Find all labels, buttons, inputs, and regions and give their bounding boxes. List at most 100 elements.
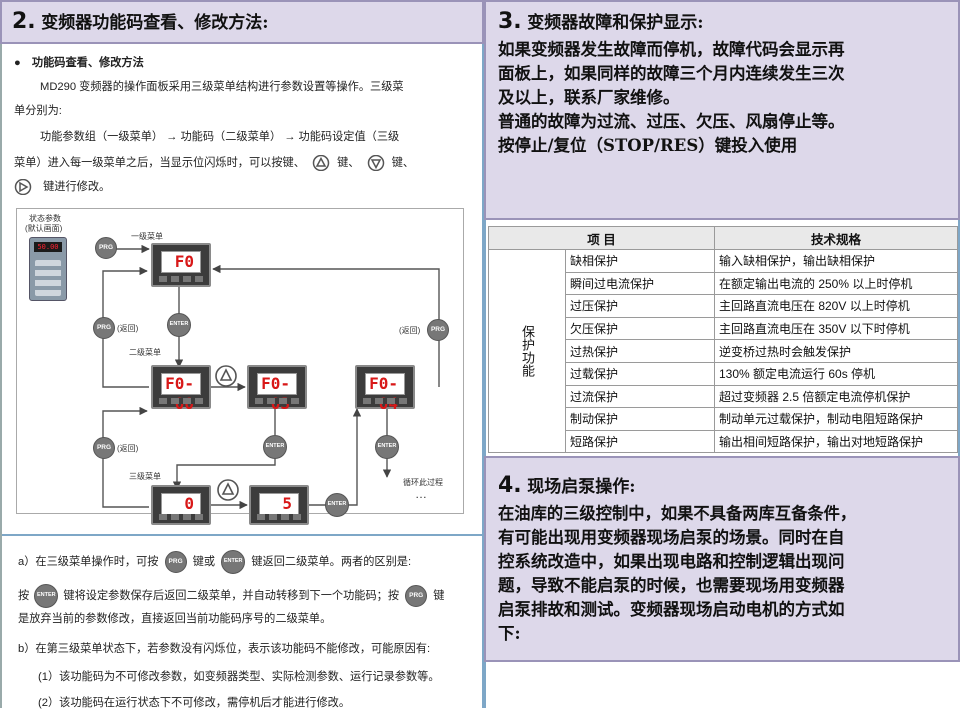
table-cell-spec: 逆变桥过热时会触发保护 — [714, 339, 958, 363]
table-cell-item: 短路保护 — [565, 429, 715, 454]
section4-line-5: 启泵排故和测试。变频器现场启动电机的方式如 — [498, 600, 845, 619]
doc-flow-3-text: 键进行修改。 — [43, 181, 111, 193]
right-triangle-icon — [14, 178, 32, 196]
display-f0-text: F0 — [161, 251, 201, 273]
table-cell-spec: 在额定输出电流的 250% 以上时停机 — [714, 271, 958, 296]
section3-line-5: 按停止/复位（STOP/RES）键投入使用 — [498, 136, 798, 155]
return-label-right: (返回) — [399, 326, 421, 335]
table-cell-item: 过压保护 — [565, 294, 715, 318]
table-cell-spec: 超过变频器 2.5 倍额定电流停机保护 — [714, 384, 958, 409]
display-f0-03: F0-03 — [247, 365, 307, 413]
display-5: 5 — [249, 485, 309, 525]
protection-table-wrap: 项 目 技术规格 保护功能缺相保护输入缺相保护，输出缺相保护瞬间过电流保护在额定… — [484, 220, 960, 456]
table-cell-item: 制动保护 — [565, 407, 715, 431]
prg-button-return-2: PRG — [93, 437, 115, 459]
table-cell-item: 过流保护 — [565, 384, 715, 409]
menu-flow-diagram: 状态参数 (默认画面) 50.00 PRG 一级菜单 F0 ENTER PRG … — [16, 208, 464, 525]
doc-flow-2c: 键、 — [391, 157, 415, 169]
diagram-arrows — [102, 244, 440, 510]
section3-panel: 3. 变频器故障和保护显示: 如果变频器发生故障而停机，故障代码会显示再 面板上… — [484, 0, 960, 220]
section3-line-2: 面板上，如果同样的故障三个月内连续发生三次 — [498, 64, 845, 83]
note-a2-b: 键将设定参数保存后返回二级菜单，并自动转移到下一个功能码；按 — [63, 589, 400, 602]
table-header-item: 项 目 — [488, 226, 715, 250]
note-a1-c: 键返回二级菜单。两者的区别是: — [251, 555, 412, 568]
section4-title: 现场启泵操作: — [527, 477, 636, 497]
table-row: 过压保护主回路直流电压在 820V 以上时停机 — [489, 294, 958, 318]
prg-button-return-right: PRG — [427, 319, 449, 341]
note-a-line-2: 按 ENTER 键将设定参数保存后返回二级菜单，并自动转移到下一个功能码；按 P… — [18, 584, 444, 608]
display-f0-04-text: F0-04 — [365, 373, 405, 413]
display-0-text: 0 — [161, 493, 201, 515]
section4-panel: 4. 现场启泵操作: 在油库的三级控制中，如果不具备两库互备条件， 有可能出现用… — [484, 456, 960, 662]
table-cell-spec: 输入缺相保护，输出缺相保护 — [714, 249, 958, 273]
note-b-line-2: (1）该功能码为不可修改参数，如变频器类型、实际检测参数、运行记录参数等。 — [38, 671, 440, 683]
prg-button-return-1: PRG — [93, 317, 115, 339]
level3-label: 三级菜单 — [129, 472, 161, 481]
level1-label: 一级菜单 — [131, 232, 163, 241]
section3-title: 变频器故障和保护显示: — [527, 13, 704, 33]
note-a-line-3: 是放弃当前的参数修改，直接返回当前功能码序号的二级菜单。 — [18, 613, 332, 625]
doc-flow-2a: 菜单）进入每一级菜单之后，当显示位闪烁时，可以按键、 — [14, 157, 305, 169]
enter-button-3: ENTER — [375, 435, 399, 459]
section4-line-2: 有可能出现用变频器现场启泵的场景。同时在自 — [498, 528, 845, 547]
doc-flow-2b: 键、 — [337, 157, 360, 169]
display-f0-00: F0-00 — [151, 365, 211, 413]
loop-dots: … — [415, 487, 427, 501]
protection-table: 项 目 技术规格 保护功能缺相保护输入缺相保护，输出缺相保护瞬间过电流保护在额定… — [488, 226, 958, 454]
table-cell-item: 缺相保护 — [565, 249, 715, 273]
section4-number: 4. — [498, 473, 522, 498]
table-row: 短路保护输出相间短路保护，输出对地短路保护 — [489, 429, 958, 454]
section3-line-1: 如果变频器发生故障而停机，故障代码会显示再 — [498, 40, 845, 59]
section4-line-3: 控系统改造中，如果出现电路和控制逻辑出现问 — [498, 552, 845, 571]
note-a-line-1: a）在三级菜单操作时，可按 PRG 键或 ENTER 键返回二级菜单。两者的区别… — [18, 550, 411, 574]
section3-line-4: 普通的故障为过流、过压、欠压、风扇停止等。 — [498, 112, 845, 131]
up-triangle-icon — [215, 365, 237, 387]
prg-button-status: PRG — [95, 237, 117, 259]
enter-button-4: ENTER — [325, 493, 349, 517]
display-f0: F0 — [151, 243, 211, 287]
section3-header: 3. 变频器故障和保护显示: — [498, 8, 958, 34]
note-a2-a: 按 — [18, 589, 30, 602]
section2-header: 2. 变频器功能码查看、修改方法: — [0, 0, 484, 44]
return-label-left-2: (返回) — [117, 444, 139, 453]
doc-heading: 功能码查看、修改方法 — [31, 57, 144, 69]
status-label-2: (默认画面) — [25, 224, 63, 233]
prg-button-icon: PRG — [405, 585, 428, 607]
table-header-spec: 技术规格 — [714, 226, 958, 250]
table-header-row: 项 目 技术规格 — [488, 226, 958, 250]
doc-intro-1: MD290 变频器的操作面板采用三级菜单结构进行参数设置等操作。三级菜 — [40, 81, 404, 93]
divider — [2, 534, 482, 536]
level2-label: 二级菜单 — [129, 348, 161, 357]
table-cell-spec: 制动单元过载保护，制动电阻短路保护 — [714, 407, 958, 431]
table-cell-spec: 输出相间短路保护，输出对地短路保护 — [714, 429, 958, 454]
up-triangle-icon — [217, 479, 239, 501]
blank-area — [484, 662, 960, 708]
note-a2-c: 键 — [433, 589, 445, 602]
doc-intro-2: 单分别为: — [14, 105, 62, 117]
keypad-lcd: 50.00 — [34, 242, 62, 252]
table-group-label: 保护功能 — [488, 248, 566, 454]
table-cell-spec: 主回路直流电压在 820V 以上时停机 — [714, 294, 958, 318]
table-cell-item: 过热保护 — [565, 339, 715, 363]
section4-line-6: 下: — [498, 624, 521, 643]
note-a1-a: a）在三级菜单操作时，可按 — [18, 555, 159, 568]
doc-heading-row: ● 功能码查看、修改方法 — [14, 54, 144, 70]
table-row: 过流保护超过变频器 2.5 倍额定电流停机保护 — [489, 384, 958, 409]
section4-header: 4. 现场启泵操作: — [498, 472, 958, 498]
section4-line-4: 题，导致不能启泵的时候，也需要现场用变频器 — [498, 576, 845, 595]
display-f0-03-text: F0-03 — [257, 373, 297, 413]
down-triangle-icon — [367, 154, 384, 172]
note-b-line-1: b）在第三级菜单状态下，若参数没有闪烁位，表示该功能码不能修改，可能原因有: — [18, 643, 431, 655]
return-label-left-1: (返回) — [117, 324, 139, 333]
table-row: 欠压保护主回路直流电压在 350V 以下时停机 — [489, 316, 958, 341]
status-label-1: 状态参数 — [29, 214, 61, 223]
note-b-line-3: (2）该功能码在运行状态下不可修改，需停机后才能进行修改。 — [38, 697, 351, 709]
doc-flow-3: 键进行修改。 — [14, 178, 111, 196]
table-row: 过热保护逆变桥过热时会触发保护 — [489, 339, 958, 363]
enter-button-icon: ENTER — [34, 584, 59, 608]
note-a1-b: 键或 — [192, 555, 216, 568]
doc-flow-2: 菜单）进入每一级菜单之后，当显示位闪烁时，可以按键、 键、 键、 — [14, 154, 415, 172]
doc-flow-1: 功能参数组（一级菜单） → 功能码（二级菜单） → 功能码设定值（三级 — [40, 131, 400, 143]
section2-number: 2. — [12, 9, 36, 34]
bullet-icon: ● — [14, 57, 21, 69]
